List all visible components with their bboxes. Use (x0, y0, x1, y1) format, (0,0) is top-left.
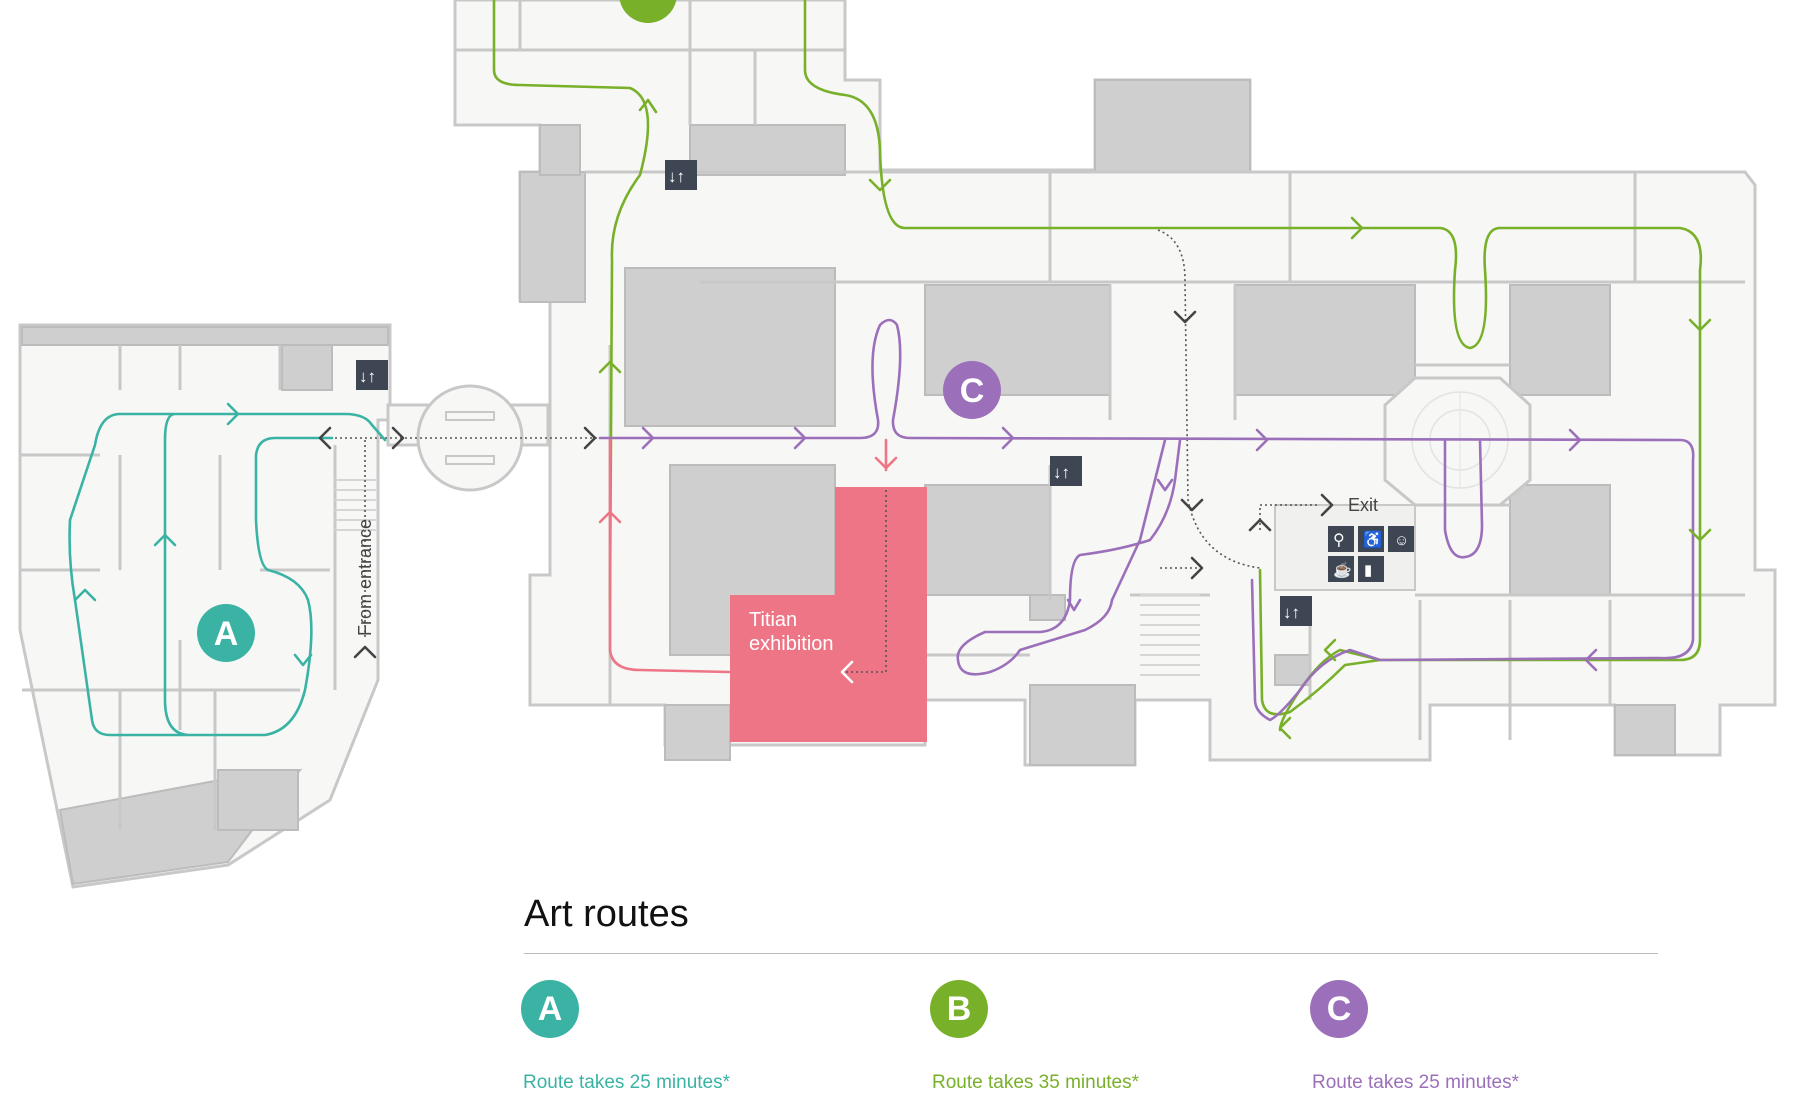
baby-change-icon (1388, 526, 1414, 552)
titian-exhibition: Titian exhibition (730, 487, 927, 742)
svg-text:↓↑: ↓↑ (1053, 463, 1070, 482)
svg-text:↓↑: ↓↑ (668, 167, 685, 186)
svg-text:↓↑: ↓↑ (359, 367, 376, 386)
svg-text:♿: ♿ (1363, 530, 1383, 549)
left-wing (18, 323, 392, 889)
route-arrows (73, 98, 1712, 740)
route-a-path (68, 412, 387, 737)
dotted-paths (320, 229, 1320, 673)
facilities: ⚲ ♿ ☺ ☕ ▮ (1328, 526, 1414, 582)
route-a-pin: A (197, 604, 255, 662)
svg-text:↓↑: ↓↑ (1283, 603, 1300, 622)
lift-icon: ↓↑ (665, 160, 697, 190)
lift-icon: ↓↑ (1050, 456, 1082, 486)
lift-icon: ↓↑ (1280, 596, 1312, 626)
cafe-icon (1328, 556, 1354, 582)
route-c-path (598, 318, 1695, 722)
svg-text:☕: ☕ (1333, 560, 1352, 579)
from-entrance-label: From entrance (355, 519, 375, 636)
route-exhibition-path (608, 438, 731, 674)
exhibition-label-line1: Titian (749, 609, 797, 631)
route-b-path (492, 0, 1703, 732)
lift-icon: ↓↑ (356, 360, 388, 390)
svg-text:☺: ☺ (1394, 532, 1409, 549)
shop-icon (1358, 556, 1384, 582)
exit-label: Exit (1348, 495, 1378, 515)
svg-text:▮: ▮ (1364, 562, 1372, 579)
route-b-pin (619, 0, 677, 23)
accessible-toilet-icon (1358, 526, 1384, 552)
central-rotunda (1383, 376, 1532, 507)
main-building (453, 0, 1777, 767)
svg-text:⚲: ⚲ (1333, 532, 1345, 549)
svg-text:A: A (214, 615, 239, 653)
svg-text:C: C (960, 372, 985, 410)
exhibition-label-line2: exhibition (749, 633, 834, 655)
toilets-icon (1328, 526, 1354, 552)
route-c-pin: C (943, 361, 1001, 419)
